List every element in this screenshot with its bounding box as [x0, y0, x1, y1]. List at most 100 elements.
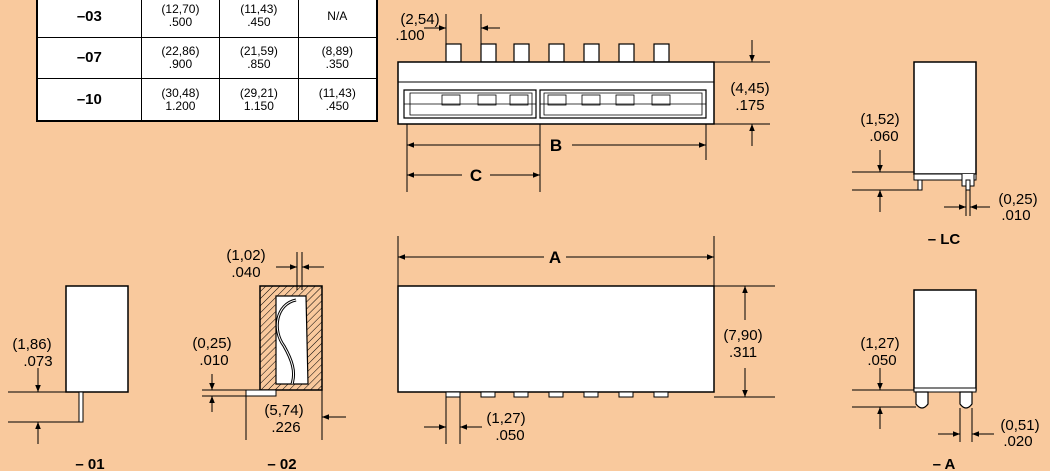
cell-in: .900: [168, 56, 193, 71]
side-body: [65, 285, 129, 393]
contact-spring-inner: [276, 299, 297, 385]
table-cell: (29,21)1.150: [219, 78, 299, 122]
front-height-mm: (7,90): [723, 327, 762, 344]
table-cell: (21,59).850: [219, 36, 299, 80]
c-label: C: [470, 166, 482, 185]
view-01: (1,86) .073 – 01: [8, 285, 129, 471]
cell-mm: (21,59): [239, 43, 278, 58]
cell-mm: (29,21): [239, 85, 278, 100]
table-cell: (30,48)1.200: [140, 78, 221, 122]
contact: [547, 94, 567, 106]
contacts: [404, 94, 706, 106]
table-cell: (22,86).900: [140, 36, 221, 80]
v01-dim-mm: (1,86): [12, 336, 51, 353]
pin: [583, 43, 600, 63]
a-dim2-in: .020: [1003, 433, 1032, 450]
cell-mm: (22,86): [161, 43, 200, 58]
cell-in: .500: [168, 15, 193, 30]
cell-in: 1.200: [165, 98, 196, 113]
cell-mm: (30,48): [161, 85, 200, 100]
v01-dim-in: .073: [23, 353, 52, 370]
a-dim2-mm: (0,51): [1000, 417, 1039, 434]
view-02: (1,02) .040 (0,25) .010 (5,74) .226 – 02: [192, 247, 346, 471]
table-cell: (11,43).450: [297, 78, 378, 122]
side-base: [913, 173, 977, 181]
section-cavity: [275, 295, 309, 385]
height-mm: (4,45): [730, 80, 769, 97]
lc-dim2-mm: (0,25): [998, 191, 1037, 208]
cell-mm: (11,43): [318, 85, 356, 100]
cell-mm: (8,89): [321, 43, 353, 58]
v02-bottom-in: .226: [271, 419, 300, 436]
pin: [480, 43, 497, 63]
cell-in: .850: [247, 56, 271, 71]
pin: [618, 43, 635, 63]
lc-dim1-in: .060: [869, 128, 898, 145]
table-row: –03 (12,70).500 (11,43).450 N/A: [36, 0, 378, 38]
cell-in: .350: [325, 56, 349, 71]
contact: [477, 94, 497, 106]
pin: [445, 391, 461, 398]
lead: [959, 391, 973, 409]
front-view: A (7,90) .311 (1,27) .050: [397, 236, 775, 444]
cell-mm: (12,70): [161, 2, 200, 17]
a-label: – A: [933, 456, 956, 471]
v02-label: – 02: [267, 456, 296, 471]
pin: [480, 391, 496, 398]
contact: [509, 94, 529, 106]
table-row: –10 (30,48)1.200 (29,21)1.150 (11,43).45…: [36, 78, 378, 122]
lc-label: – LC: [928, 231, 961, 248]
front-pins: [445, 391, 669, 398]
cell-in: .450: [325, 98, 349, 113]
table-code: –10: [36, 78, 142, 122]
cell-mm: N/A: [327, 8, 348, 23]
cell-in: 1.150: [243, 98, 274, 113]
table-row: –07 (22,86).900 (21,59).850 (8,89).350: [36, 36, 378, 80]
pin: [583, 391, 599, 398]
v02-bottom-mm: (5,74): [264, 402, 303, 419]
pin: [513, 43, 530, 63]
front-body: [397, 285, 715, 393]
pin: [618, 391, 634, 398]
pin: [445, 43, 462, 63]
top-view: (2,54) .100 (4,45) .175 B C: [395, 11, 770, 192]
side-view-lc: (1,52) .060 (0,25) .010 – LC: [852, 61, 1038, 248]
lc-dim2-in: .010: [1001, 207, 1030, 224]
v02-left-in: .010: [199, 352, 228, 369]
table-cell: N/A: [297, 0, 378, 38]
cell-in: .450: [247, 15, 271, 30]
front-height-in: .311: [729, 344, 757, 361]
side-body: [913, 289, 977, 391]
side-body: [913, 61, 977, 175]
lead: [78, 391, 84, 423]
pitch-mm: (2,54): [400, 11, 439, 28]
dimensions-table: –03 (12,70).500 (11,43).450 N/A –07 (22,…: [36, 0, 378, 122]
contact: [581, 94, 601, 106]
lead: [915, 391, 929, 409]
side-view-a: (1,27) .050 (0,51) .020 – A: [852, 289, 1040, 471]
pitch-in: .100: [395, 27, 424, 44]
top-pins: [445, 43, 670, 63]
v02-top-in: .040: [231, 264, 260, 281]
front-pitch-mm: (1,27): [486, 410, 525, 427]
b-label: B: [550, 136, 562, 155]
pin: [653, 43, 670, 63]
table-cell: (8,89).350: [297, 36, 378, 80]
pin: [548, 391, 564, 398]
v01-label: – 01: [75, 456, 104, 471]
lead: [917, 179, 923, 191]
v02-left-mm: (0,25): [192, 335, 231, 352]
lc-dim1-mm: (1,52): [860, 111, 899, 128]
a-dimension-label: A: [549, 248, 561, 267]
contact: [651, 94, 671, 106]
contact: [615, 94, 635, 106]
pin: [548, 43, 565, 63]
a-dim1-mm: (1,27): [860, 335, 899, 352]
a-dim1-in: .050: [867, 352, 896, 369]
lead: [965, 179, 971, 191]
contact: [441, 94, 461, 106]
height-in: .175: [735, 97, 764, 114]
v02-top-mm: (1,02): [226, 247, 265, 264]
pin: [513, 391, 529, 398]
